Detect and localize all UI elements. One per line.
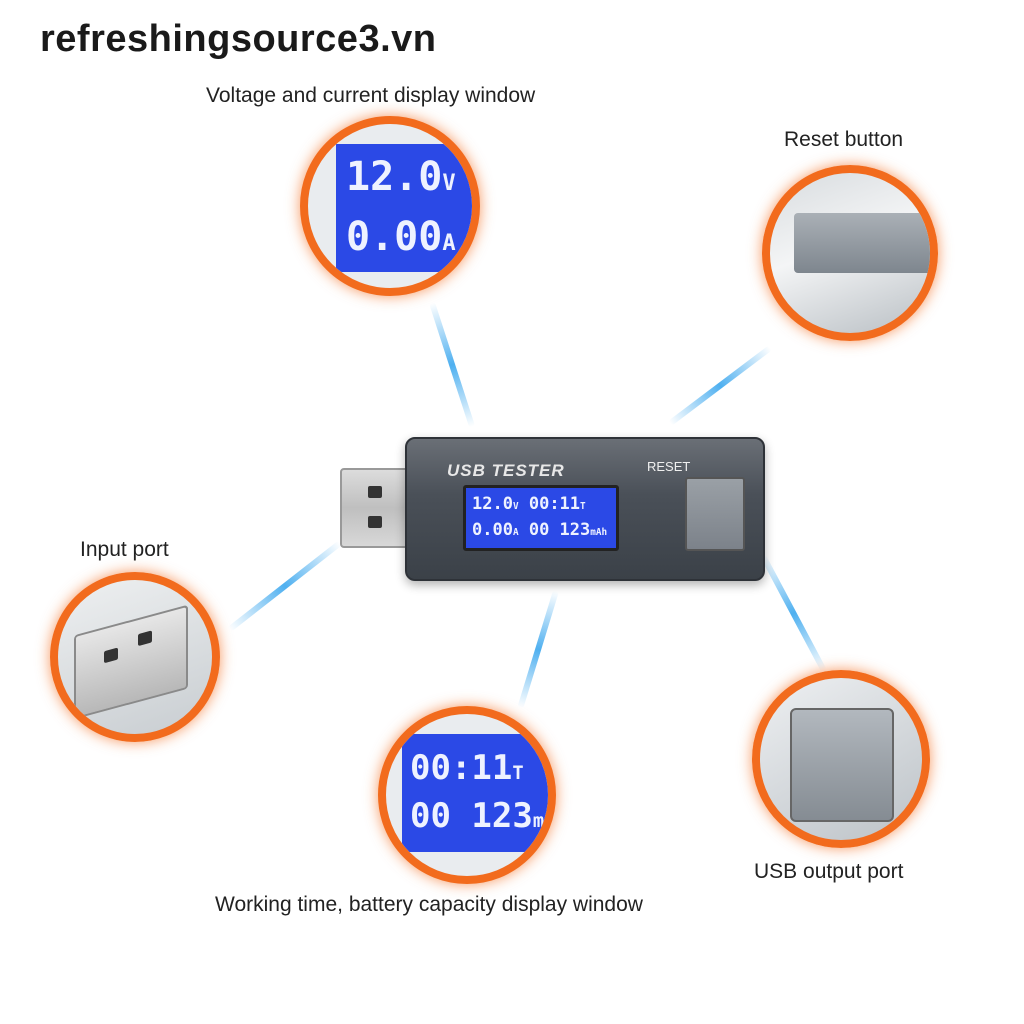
device-lcd: 12.0V 00:11T 0.00A 00 123mAh — [463, 485, 619, 551]
connector-reset — [668, 345, 772, 426]
zoom-time-unit: T — [512, 763, 524, 784]
zoom-current-unit: A — [442, 231, 456, 256]
lcd-time: 00:11 — [528, 494, 581, 514]
reset-button[interactable]: RESET — [647, 459, 691, 474]
lcd-capacity-unit: mAh — [590, 527, 608, 538]
connector-time — [517, 590, 559, 709]
zoom-voltage: 12.0 — [346, 154, 443, 200]
zoom-current: 0.00 — [346, 214, 443, 260]
usb-plug-image — [74, 604, 188, 720]
brand-title: refreshingsource3.vn — [40, 18, 437, 60]
usb-output-port — [685, 477, 745, 551]
lcd-current-unit: A — [512, 527, 519, 538]
input-port-label: Input port — [80, 538, 169, 561]
lcd-voltage: 12.0 — [472, 494, 513, 514]
input-port-zoom — [50, 572, 220, 742]
display-window-zoom: 12.0V 0.00A — [300, 116, 480, 296]
zoom-lcd-voltage: 12.0V 0.00A — [336, 144, 472, 272]
usb-tester-device: USB TESTER RESET 12.0V 00:11T 0.00A 00 1… — [405, 437, 765, 581]
zoom-voltage-unit: V — [442, 171, 456, 196]
output-port-zoom — [752, 670, 930, 848]
connector-output — [760, 554, 827, 673]
lcd-time-unit: T — [580, 501, 586, 512]
reset-switch-image — [794, 213, 930, 273]
output-port-label: USB output port — [754, 860, 904, 883]
lcd-capacity: 00 123 — [528, 520, 591, 540]
time-window-label: Working time, battery capacity display w… — [215, 893, 643, 916]
lcd-voltage-unit: V — [512, 501, 519, 512]
time-window-zoom: 00:11T 00 123mAh — [378, 706, 556, 884]
device-title: USB TESTER — [447, 461, 565, 480]
zoom-capacity: 00 123 — [410, 796, 533, 836]
reset-button-label: Reset button — [784, 128, 904, 151]
zoom-time: 00:11 — [410, 748, 513, 788]
lcd-current: 0.00 — [472, 520, 513, 540]
zoom-capacity-unit: mAh — [532, 811, 556, 832]
reset-button-zoom — [762, 165, 938, 341]
connector-input — [227, 540, 342, 632]
display-window-label: Voltage and current display window — [206, 84, 536, 107]
zoom-lcd-time: 00:11T 00 123mAh — [402, 734, 556, 852]
connector-display — [429, 302, 476, 428]
usb-socket-image — [790, 708, 894, 822]
